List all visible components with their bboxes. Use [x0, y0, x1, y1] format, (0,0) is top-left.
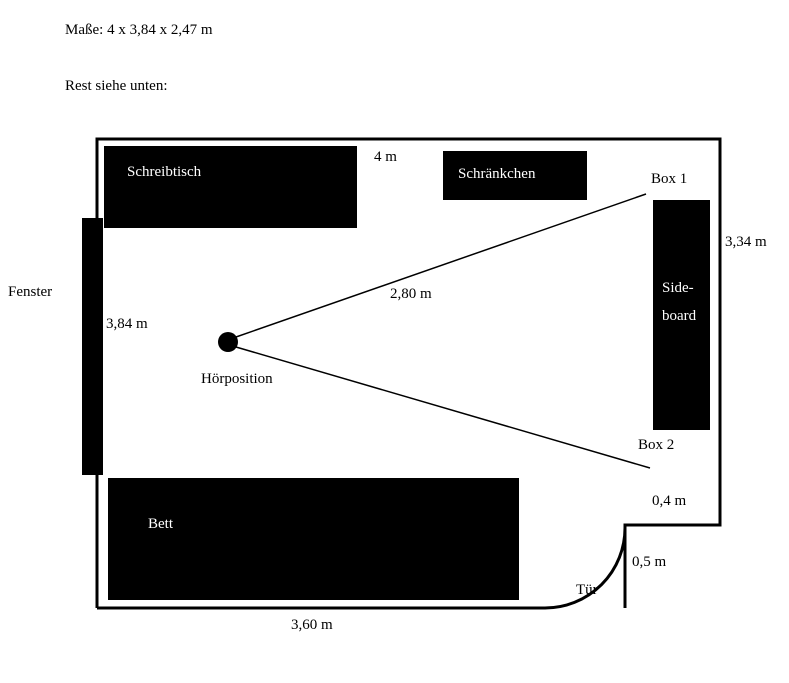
window-rect [82, 218, 103, 475]
speaker-line-box2 [235, 346, 651, 469]
listening-position-label: Hörposition [201, 371, 273, 387]
bed-rect: Bett [108, 478, 519, 600]
cabinet-label: Schränkchen [458, 166, 536, 182]
listening-distance-label: 2,80 m [390, 286, 432, 302]
bottom-width-label: 3,60 m [291, 617, 333, 633]
bed-label: Bett [148, 516, 173, 532]
listening-position-dot [218, 332, 238, 352]
sideboard-label-line2: board [662, 308, 697, 324]
right-height-label: 3,34 m [725, 234, 767, 250]
box2-offset-label: 0,4 m [652, 493, 687, 509]
door-swing-arc [544, 527, 627, 610]
room-dimensions-text: Maße: 4 x 3,84 x 2,47 m [65, 22, 213, 38]
left-height-label: 3,84 m [106, 316, 148, 332]
door-label: Tür [576, 582, 598, 598]
speaker-line-box1 [235, 193, 647, 338]
box2-label: Box 2 [638, 437, 675, 453]
top-width-label: 4 m [374, 149, 397, 165]
box1-label: Box 1 [651, 171, 688, 187]
desk-rect: Schreibtisch [104, 146, 357, 228]
window-label: Fenster [8, 284, 53, 300]
cabinet-rect: Schränkchen [443, 151, 587, 200]
door-width-label: 0,5 m [632, 554, 667, 570]
sideboard-label-line1: Side- [662, 280, 694, 296]
desk-label: Schreibtisch [127, 164, 202, 180]
note-text: Rest siehe unten: [65, 78, 168, 94]
sideboard-rect: Side- board [653, 200, 710, 430]
